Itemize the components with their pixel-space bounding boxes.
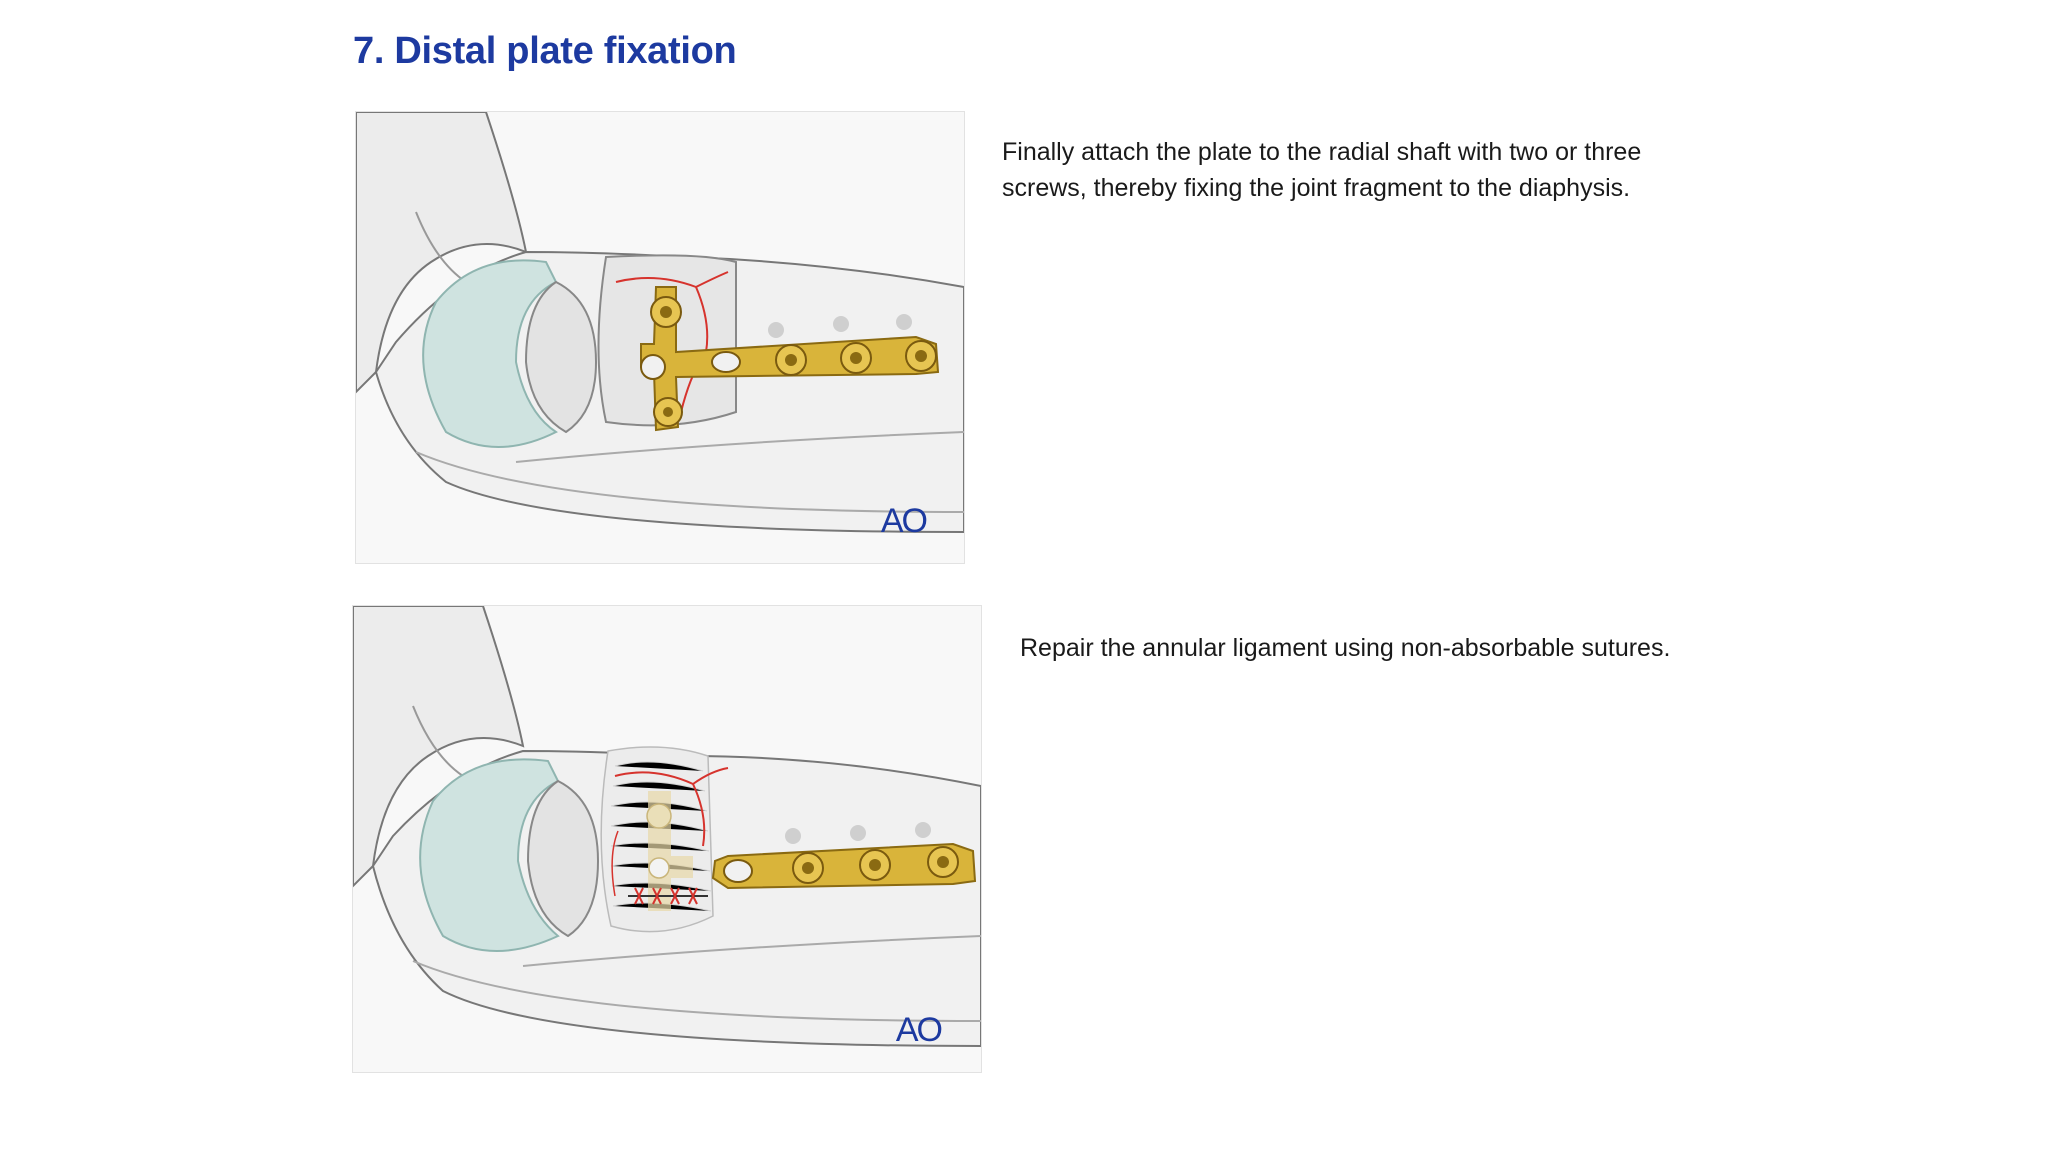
ao-logo: AO xyxy=(895,1011,943,1049)
illustration-plate-fixation: AO xyxy=(355,111,965,564)
step-caption-1: Finally attach the plate to the radial s… xyxy=(1002,138,1642,202)
ao-logo: AO xyxy=(880,502,928,540)
page-title: 7. Distal plate fixation xyxy=(353,30,737,72)
step-caption-2: Repair the annular ligament using non-ab… xyxy=(1020,634,1671,662)
illustration-ligament-repair: AO xyxy=(352,605,982,1073)
elbow-illustration xyxy=(356,112,964,534)
elbow-illustration xyxy=(353,606,981,1048)
